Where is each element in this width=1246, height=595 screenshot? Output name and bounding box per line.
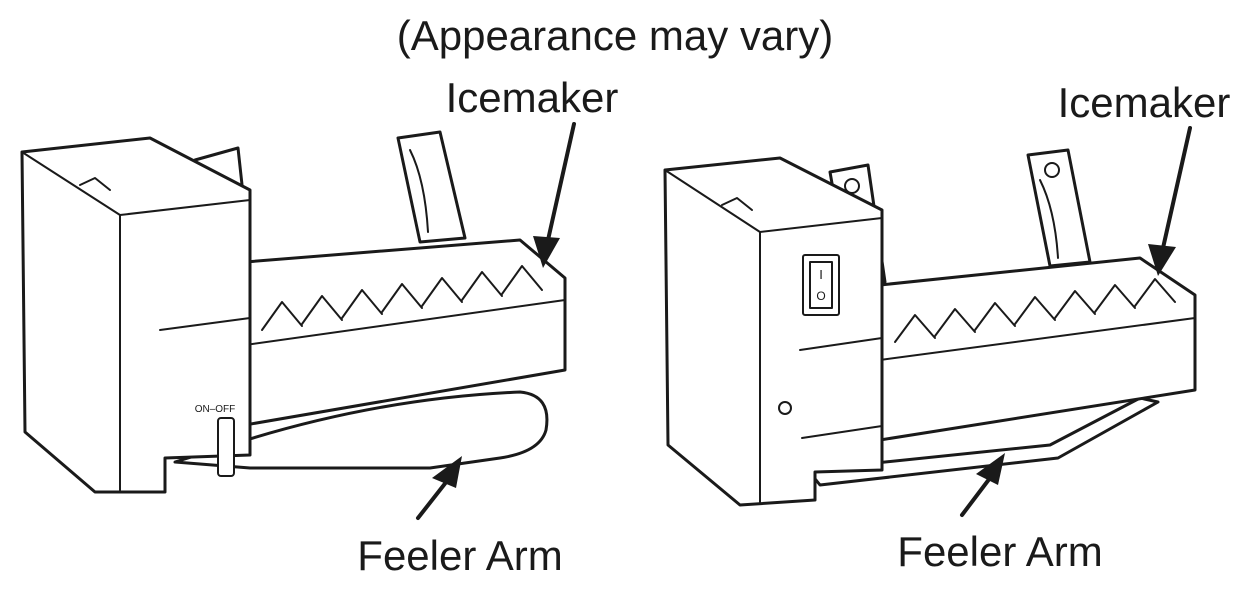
left-on-off-label: ON–OFF [195,404,236,415]
right-icemaker-arrowhead [1148,244,1176,276]
right-feeler-arm-arrowhead [976,453,1005,485]
left-icemaker-arrowhead [533,236,560,268]
right-icemaker-label: Icemaker [1058,79,1231,126]
right-control-housing [663,156,884,507]
right-ice-tray [878,256,1197,442]
left-feeler-arm-drawing [173,390,549,470]
right-feeler-arm-drawing [806,396,1160,487]
left-control-housing [20,136,252,494]
left-mounting-tab-2 [396,130,467,244]
right-switch-on-glyph: I [819,267,823,282]
right-icemaker-arrow [1161,126,1192,250]
left-feeler-arm-arrow [416,479,449,520]
left-feeler-arm-label: Feeler Arm [357,532,562,579]
left-tray-ridges [261,265,543,331]
left-icemaker-label: Icemaker [446,74,619,121]
left-feeler-arm-arrowhead [432,456,462,488]
right-feeler-arm-label: Feeler Arm [897,528,1102,575]
appearance-caption: (Appearance may vary) [397,12,834,59]
right-switch-off-glyph: O [816,289,825,303]
right-mounting-tab-2 [1026,148,1092,268]
right-icemaker-illustration: I O [663,148,1197,507]
right-tray-ridges [894,278,1176,343]
left-on-off-switch [217,417,235,477]
right-screw [778,401,792,415]
left-icemaker-illustration: ON–OFF [20,130,567,494]
right-feeler-arm-arrow [960,476,992,517]
left-icemaker-arrow [546,122,576,242]
